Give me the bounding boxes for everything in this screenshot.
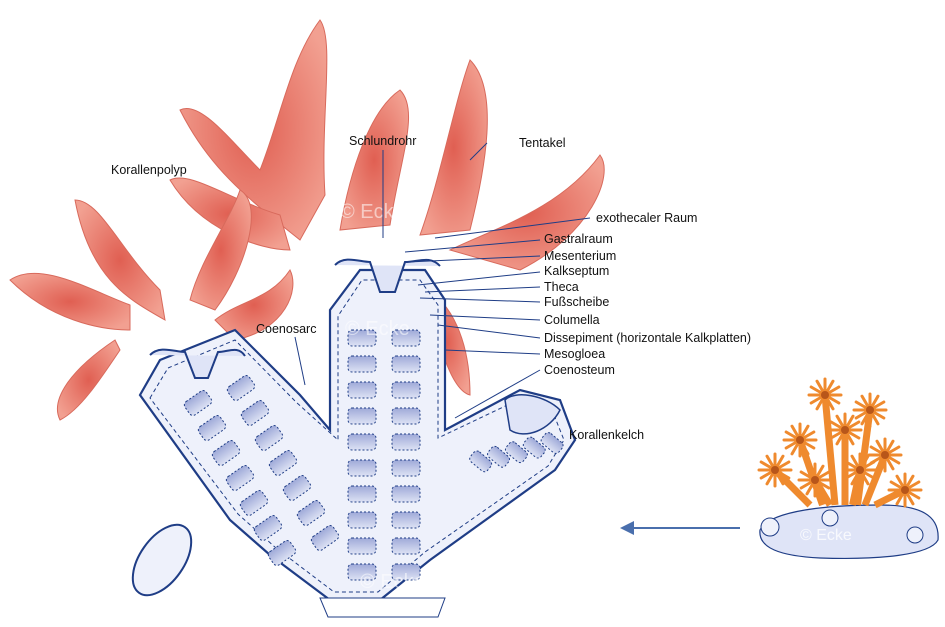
- tentacle: [56, 339, 121, 421]
- colony-cup: [821, 509, 839, 527]
- polyp-cup-left: [149, 348, 246, 379]
- polyp-mouth: [866, 406, 874, 414]
- leader-lines: [294, 142, 591, 419]
- coral-colony-illustration: © Ecke: [757, 377, 939, 560]
- dissepiment-plate: [197, 415, 227, 441]
- label-tentakel: Tentakel: [519, 136, 566, 150]
- polyp-mouth: [771, 466, 779, 474]
- label-korallenkelch: Korallenkelch: [569, 428, 644, 442]
- polyp-mouth: [821, 391, 829, 399]
- dissepiment-plate: [239, 490, 269, 516]
- label-korallenpolyp: Korallenpolyp: [111, 163, 187, 177]
- polyp-mouth: [856, 466, 864, 474]
- dissepiment-plate: [310, 525, 340, 551]
- dissepiment-plate: [254, 425, 284, 451]
- tentacle: [179, 19, 328, 241]
- dissepiment-plate: [253, 515, 283, 541]
- dissepiment-plate: [183, 390, 213, 416]
- korallenkelch-cup: [504, 394, 561, 435]
- dissepiment-plate: [240, 400, 270, 426]
- polyp-stem: [821, 394, 839, 506]
- base-plate: [319, 597, 446, 618]
- dissepiment-plate: [391, 511, 421, 529]
- tentacle: [419, 59, 488, 236]
- polyp-cup-center: [334, 258, 441, 293]
- dissepiment-plate: [391, 407, 421, 425]
- dissepiment-plate: [267, 540, 297, 566]
- dissepiment-plate: [225, 465, 255, 491]
- watermark: © Ecke: [340, 201, 405, 223]
- detached-disc: [131, 523, 193, 597]
- dissepiment-plates: [183, 329, 564, 581]
- dissepiment-plate: [268, 450, 298, 476]
- label-coenosteum: Coenosteum: [544, 363, 615, 377]
- dissepiment-plate: [226, 375, 256, 401]
- watermark: © Ecke: [345, 318, 410, 340]
- tentacle: [214, 269, 294, 341]
- tentacle: [339, 89, 410, 231]
- polyp-mouth: [881, 451, 889, 459]
- dissepiment-plate: [487, 445, 511, 468]
- dissepiment-plate: [347, 537, 377, 555]
- watermark: © Ecke: [800, 527, 852, 544]
- dissepiment-plate: [522, 436, 546, 459]
- tentacle: [189, 189, 252, 311]
- polyp-mouth: [901, 486, 909, 494]
- dissepiment-plate: [347, 511, 377, 529]
- dissepiment-plate: [504, 441, 528, 464]
- skeleton-inner-wall: [149, 279, 565, 593]
- label-gastralraum: Gastralraum: [544, 232, 613, 246]
- dissepiment-plate: [347, 485, 377, 503]
- dissepiment-plate: [347, 329, 377, 347]
- label-coenosarc: Coenosarc: [256, 322, 316, 336]
- dissepiment-plate: [469, 450, 493, 473]
- colony-cup: [906, 526, 924, 544]
- arrow-left-icon: [620, 521, 740, 535]
- tentacle: [74, 199, 166, 321]
- dissepiment-plate: [391, 459, 421, 477]
- dissepiment-plate: [391, 537, 421, 555]
- dissepiment-plate: [347, 459, 377, 477]
- label-fussscheibe: Fußscheibe: [544, 295, 609, 309]
- colony-cup: [760, 517, 780, 537]
- dissepiment-plate: [347, 355, 377, 373]
- dissepiment-plate: [540, 432, 564, 454]
- dissepiment-plate: [391, 329, 421, 347]
- dissepiment-plate: [347, 433, 377, 451]
- dissepiment-plate: [391, 355, 421, 373]
- label-kalkseptum: Kalkseptum: [544, 264, 609, 278]
- label-schlundrohr: Schlundrohr: [349, 134, 416, 148]
- dissepiment-plate: [282, 475, 312, 501]
- dissepiment-plate: [347, 381, 377, 399]
- tentacle: [9, 272, 131, 331]
- dissepiment-plate: [347, 407, 377, 425]
- label-mesogloea: Mesogloea: [544, 347, 605, 361]
- polyp-stem: [772, 467, 813, 508]
- colony-polyps: [757, 377, 923, 509]
- polyp-stem: [854, 409, 874, 506]
- dissepiment-plate: [391, 563, 421, 581]
- label-columella: Columella: [544, 313, 600, 327]
- dissepiment-plate: [347, 563, 377, 581]
- watermark: © Ecke: [360, 571, 425, 593]
- label-dissepiment: Dissepiment (horizontale Kalkplatten): [544, 331, 751, 345]
- labels: Korallenpolyp Schlundrohr Tentakel exoth…: [111, 134, 751, 442]
- colony-base: [759, 504, 939, 560]
- polyp-mouth: [811, 476, 819, 484]
- dissepiment-plate: [391, 485, 421, 503]
- label-theca: Theca: [544, 280, 579, 294]
- dissepiment-plate: [211, 440, 241, 466]
- polyp-mouth: [841, 426, 849, 434]
- dissepiment-plate: [391, 381, 421, 399]
- dissepiment-plate: [296, 500, 326, 526]
- label-exothecaler-raum: exothecaler Raum: [596, 211, 697, 225]
- label-mesenterium: Mesenterium: [544, 249, 616, 263]
- dissepiment-plate: [391, 433, 421, 451]
- polyp-mouth: [796, 436, 804, 444]
